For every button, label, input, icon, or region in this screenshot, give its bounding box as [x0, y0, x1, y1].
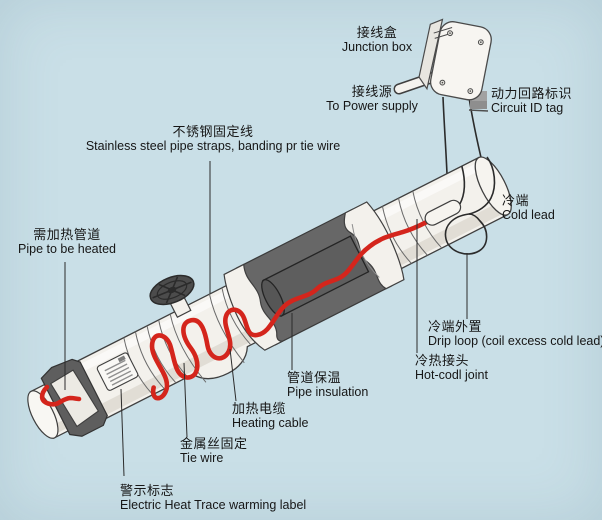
label-hot-cold-joint-zh: 冷热接头 — [415, 353, 470, 368]
label-warning-label-en: Electric Heat Trace warming label — [120, 498, 307, 512]
warning-label-hatch — [104, 359, 133, 386]
pipe-end-cap-right — [474, 156, 512, 216]
label-circuit-id-tag: 动力回路标识 Circuit ID tag — [491, 86, 573, 116]
hot-cold-joint-sleeve — [424, 199, 462, 226]
label-pipe-to-be-heated: 需加热管道 Pipe to be heated — [7, 227, 127, 257]
label-circuit-id-tag-zh: 动力回路标识 — [491, 86, 573, 101]
label-tie-wire-zh: 金属丝固定 — [180, 436, 248, 451]
leader-tie-wire — [183, 362, 188, 438]
warning-label-mark — [117, 355, 126, 363]
label-pipe-insulation-en: Pipe insulation — [287, 385, 369, 399]
handwheel-hub — [167, 286, 177, 294]
drip-loop-group — [444, 156, 496, 255]
label-junction-box: 接线盒 Junction box — [317, 25, 437, 55]
cold-lead-cable-left — [442, 96, 448, 175]
label-cold-lead: 冷端 Cold lead — [502, 193, 555, 223]
junction-box-side — [418, 18, 444, 91]
label-drip-loop-en: Drip loop (coil excess cold lead) — [428, 334, 602, 348]
warning-label-sticker — [96, 352, 139, 391]
junction-box-icon — [418, 18, 492, 101]
label-warning-label-zh: 警示标志 — [120, 483, 175, 498]
label-heating-cable-zh: 加热电缆 — [232, 401, 287, 416]
label-to-power-supply-en: To Power supply — [326, 99, 418, 113]
label-to-power-supply-zh: 接线源 — [351, 84, 393, 99]
label-heating-cable-en: Heating cable — [232, 416, 309, 430]
inner-pipe-end — [261, 279, 285, 317]
label-junction-box-zh: 接线盒 — [356, 25, 398, 40]
label-heating-cable: 加热电缆 Heating cable — [232, 401, 309, 431]
label-cold-lead-en: Cold lead — [502, 208, 555, 222]
heating-cable-tail — [39, 384, 82, 407]
heating-cable-main — [149, 219, 429, 401]
label-junction-box-en: Junction box — [341, 40, 413, 54]
tag-shade — [470, 101, 487, 109]
label-hot-cold-joint: 冷热接头 Hot-codl joint — [415, 353, 488, 383]
label-pipe-to-be-heated-en: Pipe to be heated — [18, 242, 116, 256]
label-stainless-straps-zh: 不锈钢固定线 — [172, 124, 254, 139]
label-pipe-to-be-heated-zh: 需加热管道 — [33, 227, 101, 242]
pipe-end-cap-left — [27, 390, 59, 439]
label-cold-lead-zh: 冷端 — [502, 193, 530, 208]
cold-lead-over-pipe — [459, 165, 466, 205]
label-to-power-supply: 接线源 To Power supply — [312, 84, 432, 114]
label-warning-label: 警示标志 Electric Heat Trace warming label — [120, 483, 307, 513]
label-pipe-insulation-zh: 管道保温 — [287, 370, 342, 385]
leader-warning-label — [120, 388, 125, 477]
label-drip-loop-zh: 冷端外置 — [428, 319, 483, 334]
label-circuit-id-tag-en: Circuit ID tag — [491, 101, 564, 115]
leader-lines-over — [64, 219, 468, 477]
label-drip-loop: 冷端外置 Drip loop (coil excess cold lead) — [428, 319, 602, 349]
junction-box-face — [429, 21, 492, 101]
label-stainless-straps: 不锈钢固定线 Stainless steel pipe straps, band… — [62, 124, 364, 154]
junction-box-screws — [439, 30, 484, 95]
label-hot-cold-joint-en: Hot-codl joint — [415, 368, 488, 382]
leader-heating-cable — [229, 348, 237, 402]
cold-lead-wrap — [468, 156, 496, 215]
heating-cable-red — [149, 219, 429, 401]
valve-handwheel — [149, 274, 195, 306]
drip-loop-coil — [444, 213, 488, 255]
label-tie-wire-en: Tie wire — [180, 451, 224, 465]
tag-shadow-line — [468, 109, 489, 112]
label-stainless-straps-en: Stainless steel pipe straps, banding pr … — [85, 139, 341, 153]
label-pipe-insulation: 管道保温 Pipe insulation — [287, 370, 369, 400]
warning-label-rect — [96, 352, 139, 391]
label-tie-wire: 金属丝固定 Tie wire — [180, 436, 248, 466]
hot-cold-joint-group — [424, 165, 466, 226]
